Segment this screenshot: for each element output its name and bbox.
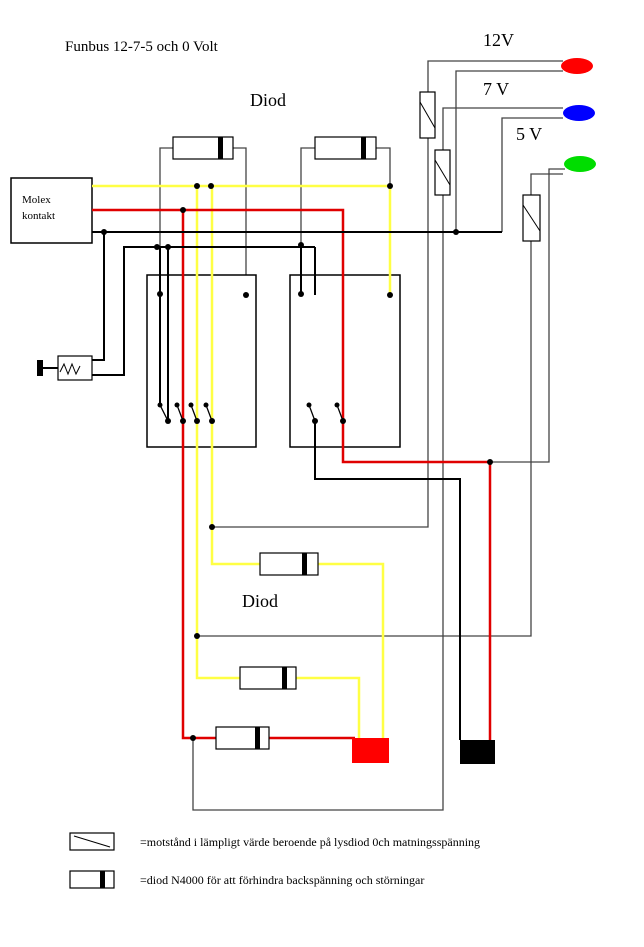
molex-connector-box [10, 177, 93, 244]
led-green [564, 156, 596, 172]
red-wires [92, 208, 492, 740]
output-terminal-red [352, 738, 389, 763]
resistor-12v [419, 91, 436, 139]
legend-diode-icon [69, 870, 115, 889]
label-diod-bottom: Diod [242, 591, 278, 611]
legend-resistor: =motstånd i lämpligt värde beroende på l… [69, 832, 480, 851]
resistor-5v [522, 194, 541, 242]
relay-box-right [289, 274, 401, 448]
molex-label-line2: kontakt [22, 210, 55, 222]
label-5v: 5 V [516, 124, 542, 144]
diode-middle [259, 552, 319, 576]
led-red [561, 58, 593, 74]
top-diode-wiring [159, 147, 391, 295]
molex-label-line1: Molex [22, 194, 51, 206]
legend-resistor-text: =motstånd i lämpligt värde beroende på l… [140, 835, 480, 849]
label-diod-top: Diod [250, 90, 286, 110]
relay-box-left [146, 274, 257, 448]
junction-dots [84, 183, 493, 741]
diode-lower [239, 666, 297, 690]
led-blue [563, 105, 595, 121]
resistor-7v [434, 149, 451, 196]
diode-bottom [215, 726, 270, 750]
yellow-wires [92, 184, 392, 738]
label-12v: 12V [483, 30, 514, 50]
legend-diode-text: =diod N4000 för att förhindra backspänni… [140, 873, 424, 887]
diagram-title: Funbus 12-7-5 och 0 Volt [65, 39, 219, 55]
switch-icon [37, 355, 93, 381]
output-terminal-black [460, 740, 495, 764]
diode-top-left [172, 136, 234, 160]
diode-top-right [314, 136, 377, 160]
black-wires [40, 231, 502, 740]
led-feed-lines [192, 60, 565, 811]
label-7v: 7 V [483, 79, 509, 99]
legend-diode: =diod N4000 för att förhindra backspänni… [69, 870, 424, 889]
